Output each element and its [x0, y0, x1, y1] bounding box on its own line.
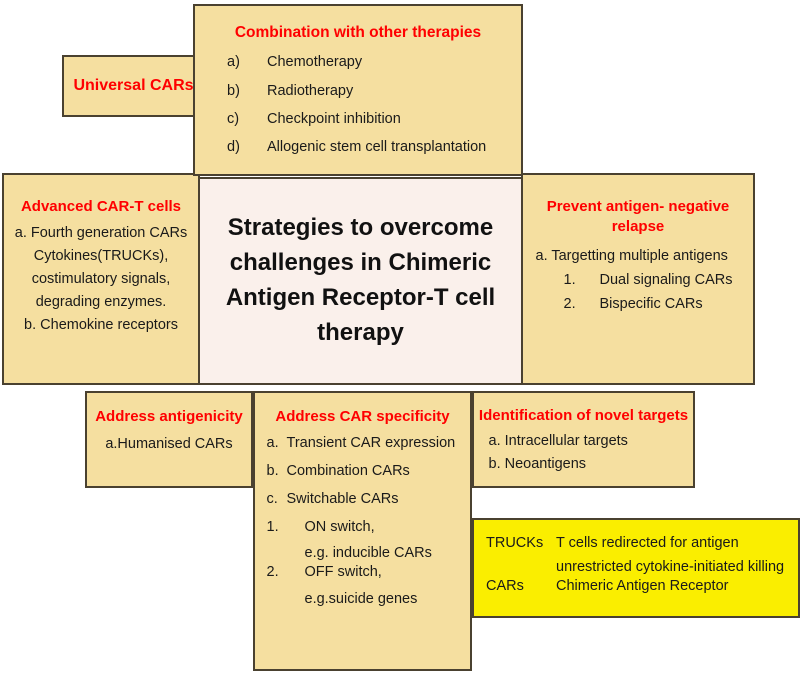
- box-advanced-lines: a. Fourth generation CARs Cytokines(TRUC…: [4, 224, 198, 336]
- list-text: Checkpoint inhibition: [267, 110, 401, 127]
- list-text: Allogenic stem cell transplantation: [267, 138, 487, 155]
- list-marker: c): [227, 110, 240, 127]
- list-marker: b): [227, 82, 240, 99]
- list-item: 2. Bispecific CARs: [536, 295, 741, 314]
- box-identification-novel-targets: Identification of novel targets a. Intra…: [472, 391, 695, 488]
- legend-row: TRUCKs T cells redirected for antigen: [474, 534, 798, 553]
- text-line: Cytokines(TRUCKs),: [33, 247, 169, 264]
- list-text: Combination CARs: [286, 462, 410, 479]
- list-marker: 1.: [266, 519, 279, 536]
- box-advanced-title: Advanced CAR-T cells: [20, 198, 182, 215]
- legend-value: Chimeric Antigen Receptor: [556, 578, 729, 595]
- text-line: a.Humanised CARs: [105, 435, 233, 452]
- list-item: 1. Dual signaling CARs: [536, 271, 741, 290]
- list-text: Switchable CARs: [286, 491, 399, 508]
- box-combination-therapies: Combination with other therapies a) Chem…: [193, 4, 523, 176]
- list-marker: 2.: [563, 295, 576, 312]
- box-combination-title: Combination with other therapies: [234, 24, 482, 41]
- box-prevent-title-line2: relapse: [611, 217, 665, 235]
- list-text: Bispecific CARs: [599, 295, 703, 312]
- box-address-antigenicity: Address antigenicity a.Humanised CARs: [85, 391, 253, 488]
- list-item: a. Transient CAR expression: [267, 434, 459, 453]
- box-antigenicity-title: Address antigenicity: [95, 408, 243, 425]
- list-subtext: e.g. inducible CARs: [304, 545, 432, 562]
- text-line: a. Targetting multiple antigens: [535, 247, 728, 264]
- list-marker: a): [227, 54, 240, 71]
- box-center-strategies: Strategies to overcome challenges in Chi…: [198, 177, 523, 385]
- list-text: Transient CAR expression: [286, 434, 456, 451]
- list-text: OFF switch,: [304, 564, 382, 581]
- box-address-car-specificity: Address CAR specificity a. Transient CAR…: [253, 391, 472, 671]
- legend-row: CARs Chimeric Antigen Receptor: [474, 577, 798, 596]
- list-item: c) Checkpoint inhibition: [227, 110, 489, 129]
- box-advanced-car-t-cells: Advanced CAR-T cells a. Fourth generatio…: [2, 173, 200, 385]
- list-marker: 2.: [266, 564, 279, 581]
- box-combination-list: a) Chemotherapy b) Radiotherapy c) Check…: [227, 53, 489, 157]
- list-subtext: e.g.suicide genes: [304, 590, 418, 607]
- box-abbreviation-legend: TRUCKs T cells redirected for antigen un…: [472, 518, 800, 618]
- legend-value: T cells redirected for antigen: [556, 535, 739, 551]
- text-line: b. Chemokine receptors: [24, 317, 178, 334]
- list-item: b. Combination CARs: [267, 462, 459, 481]
- box-novel-title: Identification of novel targets: [478, 407, 689, 424]
- box-specificity-title: Address CAR specificity: [275, 408, 450, 425]
- text-line: a. Fourth generation CARs: [14, 224, 188, 241]
- list-item: 1. ON switch,: [267, 518, 459, 537]
- list-text: ON switch,: [304, 519, 375, 536]
- legend-key: TRUCKs: [486, 535, 544, 551]
- list-item: c. Switchable CARs: [267, 490, 459, 509]
- legend-key: CARs: [486, 578, 524, 595]
- box-prevent-body: a. Targetting multiple antigens 1. Dual …: [536, 247, 741, 314]
- list-marker: c.: [266, 491, 278, 508]
- list-item: b) Radiotherapy: [227, 82, 489, 101]
- list-text: Dual signaling CARs: [599, 271, 733, 288]
- list-text: Radiotherapy: [267, 82, 354, 99]
- box-specificity-body: a. Transient CAR expression b. Combinati…: [267, 434, 459, 609]
- page-title: Strategies to overcome challenges in Chi…: [225, 214, 496, 346]
- list-marker: 1.: [563, 271, 576, 288]
- list-text: Chemotherapy: [267, 54, 363, 71]
- legend-value-continued: unrestricted cytokine-initiated killing: [556, 559, 785, 576]
- list-item: d) Allogenic stem cell transplantation: [227, 138, 489, 157]
- box-universal-cars: Universal CARs: [62, 55, 205, 117]
- box-prevent-title-line1: Prevent antigen- negative: [546, 198, 730, 215]
- text-line: degrading enzymes.: [35, 294, 167, 311]
- list-marker: d): [227, 138, 240, 155]
- box-universal-cars-title: Universal CARs: [73, 77, 194, 95]
- list-marker: a.: [266, 434, 279, 451]
- text-line: costimulatory signals,: [31, 271, 171, 288]
- list-marker: b.: [266, 462, 279, 479]
- list-item: a) Chemotherapy: [227, 53, 489, 72]
- text-line: a. Intracellular targets: [488, 432, 628, 449]
- box-novel-body: a. Intracellular targets b. Neoantigens: [489, 432, 679, 474]
- box-prevent-antigen-negative-relapse: Prevent antigen- negative relapse a. Tar…: [521, 173, 755, 385]
- list-item: 2. OFF switch,: [267, 563, 459, 582]
- text-line: b. Neoantigens: [488, 455, 587, 472]
